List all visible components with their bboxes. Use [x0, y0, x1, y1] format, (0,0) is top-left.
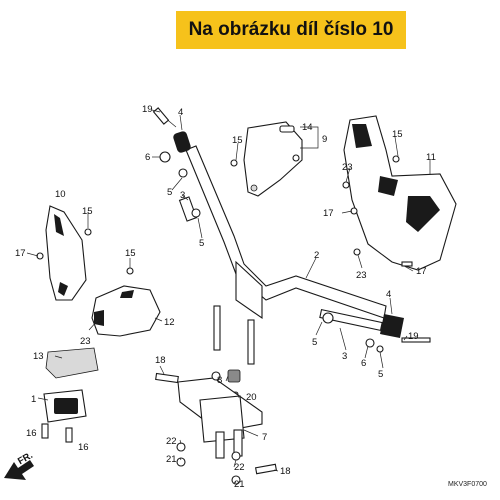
callout-4: 4	[178, 107, 183, 118]
callout-15: 15	[125, 248, 136, 259]
callout-23: 23	[80, 336, 91, 347]
front-direction-arrow	[4, 460, 34, 480]
part-highlight-banner: Na obrázku díl číslo 10	[176, 11, 406, 49]
callout-16: 16	[78, 442, 89, 453]
callout-15: 15	[232, 135, 243, 146]
callout-16: 16	[26, 428, 37, 439]
switch-housing	[41, 347, 99, 443]
callout-22: 22	[166, 436, 177, 447]
callout-17: 17	[416, 266, 427, 277]
callout-labels: 19 4 6 15 14 9 15 23 11 5 3 5 17 10 15 1…	[15, 104, 436, 490]
callout-23: 23	[356, 270, 367, 281]
callout-15: 15	[82, 206, 93, 217]
banner-text: Na obrázku díl číslo 10	[188, 19, 394, 40]
callout-4: 4	[386, 289, 391, 300]
callout-5: 5	[199, 238, 204, 249]
callout-18: 18	[155, 355, 166, 366]
callout-11: 11	[426, 152, 436, 163]
handlebar-front-cover	[342, 115, 457, 271]
callout-1: 1	[31, 394, 36, 405]
handlebar-upper-cover	[230, 121, 303, 197]
left-grip-assembly	[152, 107, 201, 222]
callout-9: 9	[322, 134, 327, 145]
callout-2: 2	[314, 250, 319, 261]
callout-22: 22	[234, 462, 245, 473]
callout-5: 5	[312, 337, 317, 348]
diagram-reference-code: MKV3F0700	[448, 481, 487, 488]
callout-21: 21	[166, 454, 177, 465]
left-side-cover	[36, 205, 92, 301]
callout-23: 23	[342, 162, 353, 173]
callout-15: 15	[392, 129, 403, 140]
callout-17: 17	[323, 208, 334, 219]
callout-14: 14	[302, 122, 313, 133]
callout-5: 5	[378, 369, 383, 380]
callout-5: 5	[167, 187, 172, 198]
handlebar-pipe	[185, 145, 387, 320]
callout-19: 19	[408, 331, 419, 342]
callout-7: 7	[262, 432, 267, 443]
callout-12: 12	[164, 317, 175, 328]
callout-20: 20	[246, 392, 257, 403]
right-grip-assembly	[319, 308, 431, 353]
callout-6: 6	[361, 358, 366, 369]
right-side-cover	[91, 267, 161, 337]
callout-3: 3	[342, 351, 347, 362]
callout-18: 18	[280, 466, 291, 477]
callout-8: 8	[217, 375, 222, 386]
callout-13: 13	[33, 351, 44, 362]
callout-17: 17	[15, 248, 26, 259]
callout-19: 19	[142, 104, 153, 115]
callout-21: 21	[234, 479, 245, 490]
callout-leader-lines	[26, 109, 431, 484]
callout-3: 3	[180, 190, 185, 201]
callout-6: 6	[145, 152, 150, 163]
handlebar-holder-assembly	[155, 305, 278, 485]
callout-10: 10	[55, 189, 66, 200]
